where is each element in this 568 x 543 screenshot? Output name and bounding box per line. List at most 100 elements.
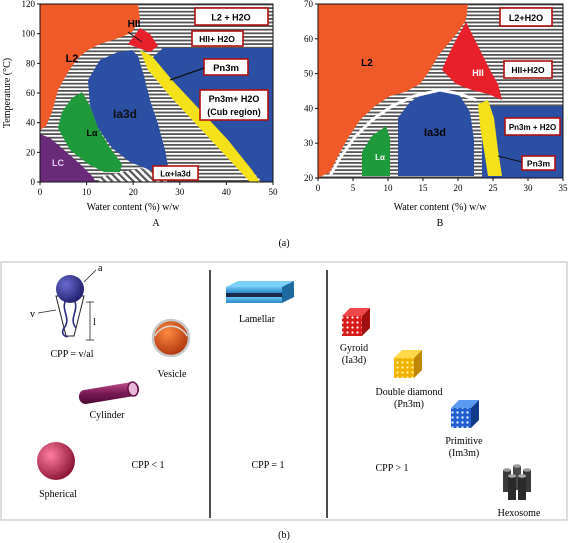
hexosome-label: Hexosome — [498, 508, 541, 519]
panel-b-box-pn3m: Pn3m — [521, 155, 556, 171]
panel_b-xticks-6: 30 — [524, 183, 534, 193]
lamellar-illustration — [226, 281, 294, 303]
panel-a-box-pn3m-h2o-line2: (Cub region) — [207, 107, 261, 117]
panel_a-yticks-4: 80 — [26, 58, 36, 68]
primitive-group-label: (Im3m) — [449, 448, 480, 459]
panel-b-axes-frame — [317, 3, 564, 179]
panel-b-region-hii — [442, 22, 502, 100]
caption-a: (a) — [278, 238, 289, 249]
vesicle-illustration — [151, 318, 191, 358]
panel-a-region-lc — [40, 134, 96, 182]
label-a: a — [98, 263, 103, 274]
double-diamond-illustration — [394, 350, 422, 378]
panel_a-yticks-0: 0 — [31, 177, 36, 187]
panel_b-yticks-4: 60 — [304, 34, 314, 44]
panel-a-label-ia3d: Ia3d — [113, 107, 137, 121]
panel_b-xticks-0: 0 — [316, 183, 321, 193]
hexosome-illustration — [503, 464, 531, 500]
panel-a-phase-diagram: L2 + H2O HII+ H2O Pn3m Pn3m+ H2O (Cub re… — [2, 0, 278, 229]
cylinder-label: Cylinder — [90, 410, 126, 421]
lipid-molecule: a v l — [30, 263, 103, 341]
panel_b-xticks-5: 25 — [489, 183, 499, 193]
primitive-illustration — [451, 400, 479, 428]
panel-b-label-hii: HII — [472, 68, 484, 78]
gyroid-group-label: (Ia3d) — [342, 355, 366, 366]
panel-b-boundary-curve — [328, 88, 477, 177]
panel_b-xticks-3: 15 — [419, 183, 429, 193]
panel_b-xticks-1: 5 — [351, 183, 356, 193]
panel_a-xticks-1: 10 — [82, 187, 92, 197]
double-diamond-label: Double diamond — [376, 387, 443, 398]
panel-a-sub-label: A — [152, 218, 160, 229]
panel-b-box-l2-h2o: L2+H2O — [499, 7, 553, 27]
panel-b-box-pn3m-h2o-label: Pn3m + H2O — [509, 123, 556, 132]
panel-a-pn3m-pointer — [169, 67, 205, 81]
panel-a-region-l2 — [40, 4, 140, 130]
panel_a-xticks-2: 20 — [129, 187, 139, 197]
panel-a-label-hii: HII — [128, 19, 141, 30]
panel_b-yticks-0: 20 — [304, 173, 314, 183]
panel_b-yticks-1: 30 — [304, 138, 314, 148]
cylinder-illustration — [78, 381, 140, 405]
panel-a-box-pn3m-h2o-line1: Pn3m+ H2O — [209, 94, 260, 104]
caption-b: (b) — [278, 530, 290, 541]
panel_b-yticks-5: 70 — [304, 0, 314, 9]
panel-b-box-hii-h2o-label: HII+H2O — [511, 65, 545, 75]
panel-b-pn3m-pointer — [497, 155, 523, 163]
panel-b-label-ia3d: Ia3d — [424, 127, 446, 139]
cpp-less-than-1: CPP < 1 — [131, 460, 164, 471]
panel-a-box-hii-h2o: HII+ H2O — [191, 30, 244, 47]
panel_a-yticks-2: 40 — [26, 118, 36, 128]
panel_a-xticks-0: 0 — [38, 187, 43, 197]
panel-a-box-l2-h2o-label: L2 + H2O — [211, 13, 250, 23]
panel-b-box-l2-h2o-label: L2+H2O — [509, 13, 543, 23]
panel-a-label-lc: LC — [52, 158, 64, 168]
label-l: l — [93, 317, 96, 328]
panel-b-self-assembly: a v l CPP = v/al Vesicle Cylinder Spheri… — [0, 261, 568, 521]
lipid-headgroup — [56, 275, 84, 303]
lamellar-label: Lamellar — [239, 314, 276, 325]
panel-a-region-ia3d — [88, 50, 170, 176]
panel-a-box-la-ia3d-label: Lα+Ia3d — [160, 170, 191, 179]
panel-b-region-pn3m — [478, 100, 502, 176]
panel-a-label-la: Lα — [86, 128, 97, 138]
panel-b-label-la: Lα — [375, 153, 385, 162]
spherical-illustration — [37, 442, 75, 480]
cpp-formula: CPP = v/al — [50, 349, 93, 360]
panel-a-label-l2: L2 — [66, 53, 79, 65]
panel-b-x-axis-label: Water content (%) w/w — [394, 202, 488, 213]
panel_a-xticks-5: 50 — [269, 187, 279, 197]
panel-b-phase-diagram: L2+H2O HII+H2O Pn3m + H2O Pn3m L2 HII Ia… — [304, 0, 568, 229]
panel-a-box-pn3m-h2o: Pn3m+ H2O (Cub region) — [199, 89, 269, 121]
vesicle-label: Vesicle — [158, 369, 187, 380]
panel-b-region-l2 — [318, 4, 468, 178]
panel_b-xticks-2: 10 — [384, 183, 394, 193]
panel-a-y-axis-label: Temperature (°C) — [2, 58, 13, 128]
panel_a-xticks-3: 30 — [175, 187, 185, 197]
cpp-equal-1: CPP = 1 — [251, 460, 284, 471]
panel-a-box-hii-h2o-label: HII+ H2O — [199, 34, 235, 44]
panel-a-box-l2-h2o: L2 + H2O — [194, 7, 269, 26]
panel-b-region-ia3d — [398, 90, 474, 176]
panel_a-yticks-1: 20 — [26, 147, 36, 157]
panel_a-yticks-5: 100 — [22, 29, 36, 39]
panel_b-xticks-4: 20 — [454, 183, 464, 193]
panel-a-hii-pointer — [127, 31, 143, 43]
panel-a-box-la-ia3d: Lα+Ia3d — [152, 165, 199, 181]
panel-a-region-la-ia3d — [96, 168, 168, 182]
panel-b-region-la — [362, 126, 390, 176]
double-diamond-group-label: (Pn3m) — [394, 399, 424, 410]
primitive-label: Primitive — [445, 436, 483, 447]
label-v: v — [30, 309, 35, 320]
panel_a-yticks-6: 120 — [22, 0, 36, 9]
gyroid-label: Gyroid — [340, 343, 368, 354]
gyroid-illustration — [342, 308, 370, 336]
panel-a-x-axis-label: Water content (%) w/w — [87, 202, 181, 213]
panel-b-box-pn3m-label: Pn3m — [527, 159, 551, 169]
panel-a-box-pn3m-label: Pn3m — [213, 63, 239, 74]
panel-a-region-la — [58, 92, 122, 172]
